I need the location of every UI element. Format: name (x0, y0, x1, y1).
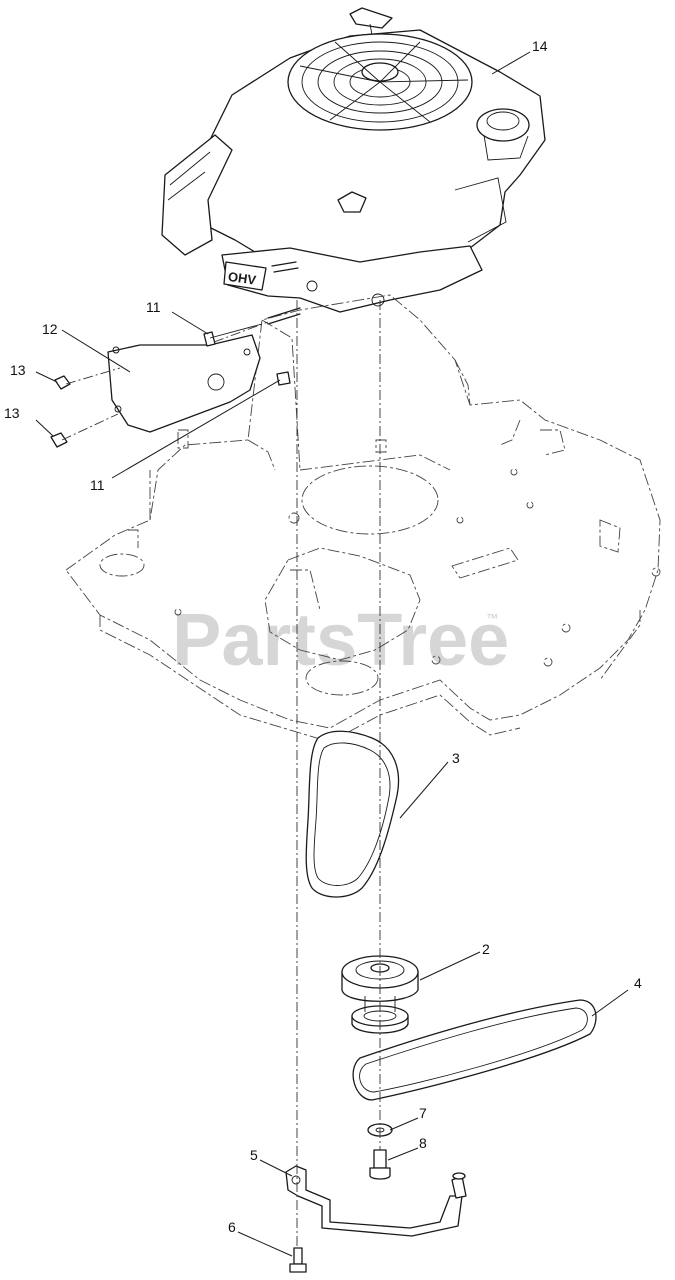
watermark-text: PartsTree (172, 598, 509, 681)
callout-8: 8 (419, 1135, 427, 1151)
screw-part-13-upper (54, 367, 121, 390)
engine-part-14: OHV (161, 7, 546, 325)
callout-2: 2 (482, 941, 490, 957)
watermark-trademark: ™ (486, 611, 498, 625)
callout-7: 7 (419, 1105, 427, 1121)
idler-bracket-part-5 (285, 1165, 467, 1237)
belt-part-4 (352, 999, 597, 1101)
callout-13-upper: 13 (10, 362, 26, 378)
callout-11-upper: 11 (146, 299, 161, 315)
bracket-part-12 (107, 334, 261, 433)
callout-11-lower: 11 (90, 477, 105, 493)
alignment-centerlines (296, 300, 381, 1248)
bolt-part-11-upper (203, 323, 263, 347)
belt-part-3 (305, 730, 400, 898)
bolt-part-11-lower (276, 371, 291, 386)
leader-lines (35, 51, 629, 1257)
watermark: PartsTree ™ (172, 598, 509, 681)
callout-labels: 14 11 12 13 13 11 3 2 4 7 8 5 6 (4, 38, 642, 1235)
screw-part-6 (289, 1247, 307, 1273)
callout-3: 3 (452, 750, 460, 766)
bolt-part-8 (369, 1149, 391, 1180)
screw-part-13-lower (50, 413, 119, 448)
engine-badge-text: OHV (227, 269, 257, 288)
callout-13-lower: 13 (4, 405, 20, 421)
callout-4: 4 (634, 975, 642, 991)
callout-5: 5 (250, 1147, 258, 1163)
callout-14: 14 (532, 38, 548, 54)
callout-6: 6 (228, 1219, 236, 1235)
callout-12: 12 (42, 321, 58, 337)
